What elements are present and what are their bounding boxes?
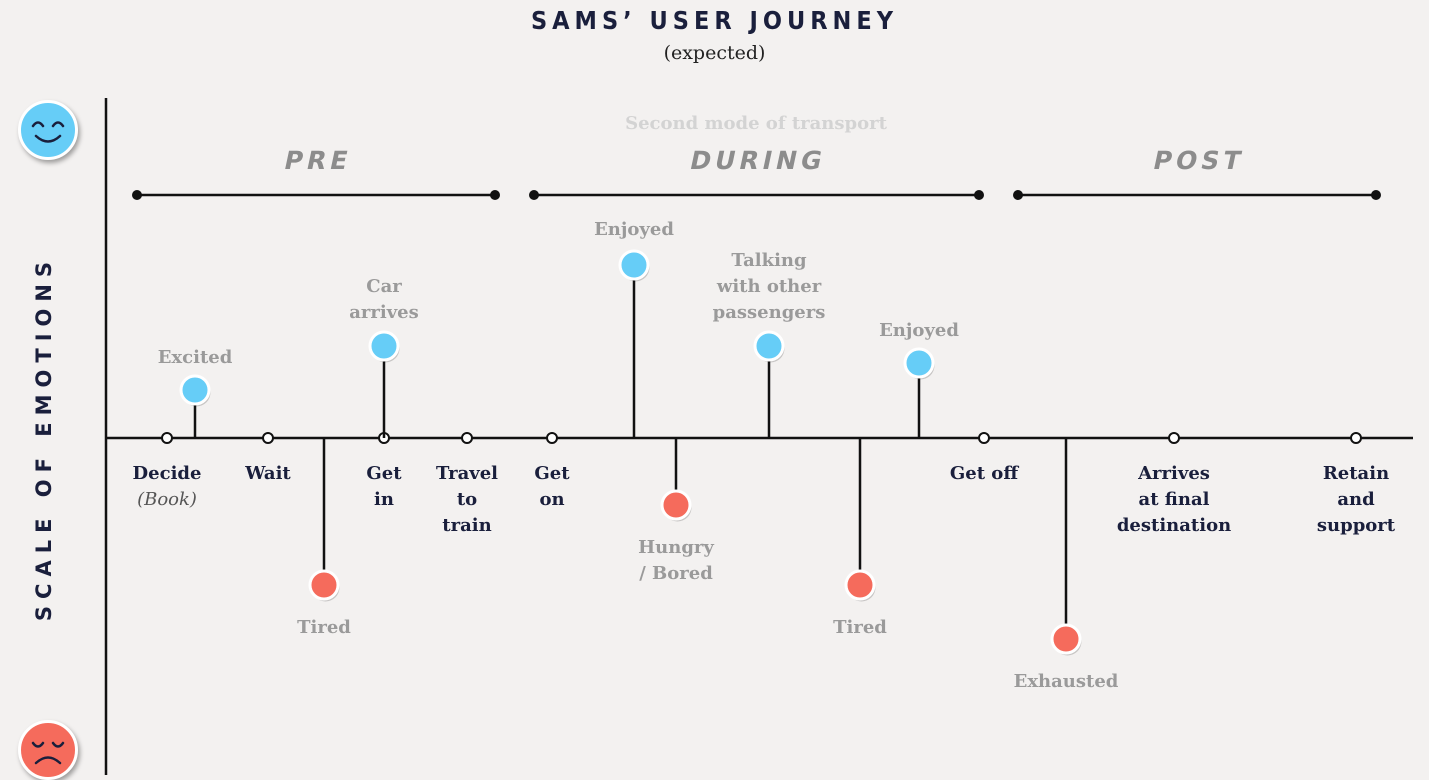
emotion-label: Tired <box>297 617 351 638</box>
emotion-dot <box>844 569 876 601</box>
step-name: Get off <box>949 463 1019 484</box>
step-name: Decide <box>132 463 202 484</box>
step-node <box>546 432 558 444</box>
page-title: SAMS’ USER JOURNEY <box>530 6 899 35</box>
emotion-dot <box>660 489 692 521</box>
step-label: Decide (Book) <box>133 461 202 513</box>
step-node <box>461 432 473 444</box>
step-name: Wait <box>245 463 291 484</box>
step-sub: (Book) <box>137 489 197 510</box>
emotion-dot <box>368 330 400 362</box>
step-label: Wait <box>245 461 290 487</box>
emotion-label: Enjoyed <box>594 219 674 240</box>
phase-bracket-end <box>529 190 539 200</box>
phase-bracket-end <box>1371 190 1381 200</box>
phase-label: POST <box>1150 146 1248 175</box>
phase-label: DURING <box>687 146 829 175</box>
step-node <box>978 432 990 444</box>
phase-bracket-end <box>132 190 142 200</box>
frown-icon <box>18 720 78 780</box>
emotion-dot <box>753 330 785 362</box>
step-node <box>161 432 173 444</box>
phase-note: Second mode of transport <box>625 113 887 134</box>
step-label: Get off <box>950 461 1018 487</box>
emotion-dot <box>1050 623 1082 655</box>
step-node <box>262 432 274 444</box>
emotion-label: Exhausted <box>1013 671 1119 692</box>
phase-bracket-end <box>974 190 984 200</box>
smile-icon <box>18 100 78 160</box>
emotion-dot <box>618 249 650 281</box>
step-node <box>1350 432 1362 444</box>
step-node <box>1168 432 1180 444</box>
emotion-label: Hungry/ Bored <box>638 537 714 584</box>
emotion-label: Excited <box>157 347 233 368</box>
emotion-label: Tired <box>833 617 887 638</box>
phase-bracket-end <box>1013 190 1023 200</box>
phase-bracket-end <box>490 190 500 200</box>
emotion-label: Enjoyed <box>879 320 959 341</box>
phase-label: PRE <box>281 146 355 175</box>
emotion-dot <box>308 569 340 601</box>
emotion-dot <box>179 374 211 406</box>
emotion-dot <box>903 347 935 379</box>
page-subtitle: (expected) <box>663 42 766 64</box>
